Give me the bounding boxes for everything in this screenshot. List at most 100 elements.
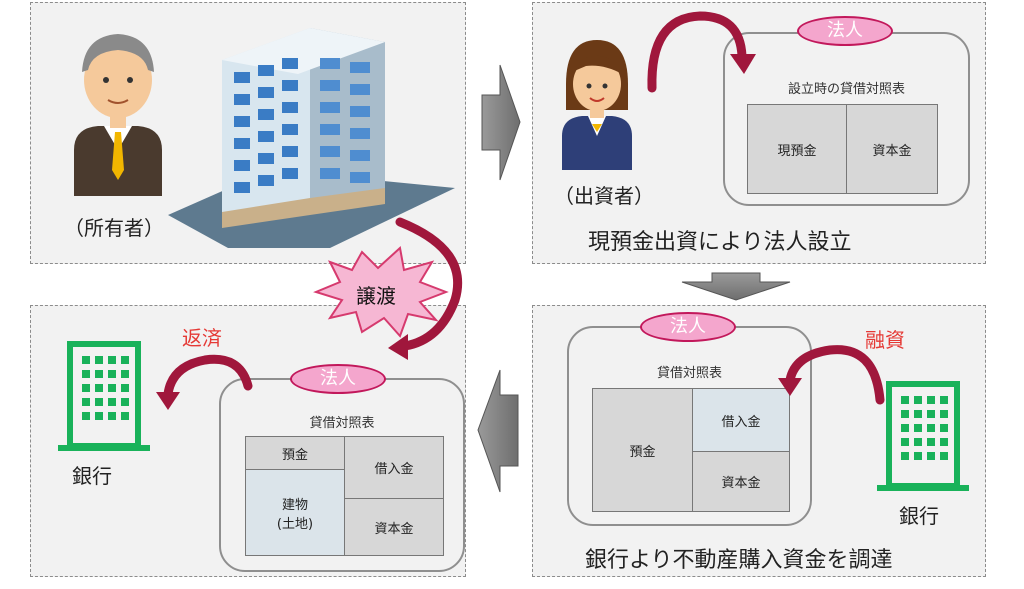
bank-window <box>940 424 948 432</box>
bank-window <box>901 438 909 446</box>
building-window <box>282 80 298 91</box>
arrow-head-icon <box>730 54 756 74</box>
building-window <box>282 102 298 113</box>
bank-window <box>108 398 116 406</box>
bs-title-founded: 設立時の貸借対照表 <box>787 82 905 97</box>
bank-window <box>901 396 909 404</box>
bank-window <box>82 384 90 392</box>
bank-window <box>121 356 129 364</box>
bank-window <box>95 412 103 420</box>
building-window <box>350 172 370 183</box>
bank-window <box>901 424 909 432</box>
arrow-head-icon <box>778 378 802 396</box>
bank-window <box>914 424 922 432</box>
bank-window <box>95 384 103 392</box>
bank-window <box>901 452 909 460</box>
caption-founded: 現預金出資により法人設立 <box>588 230 852 255</box>
curved-arrow-icon <box>647 11 747 93</box>
building-window <box>282 124 298 135</box>
action-loan: 融資 <box>865 328 905 352</box>
bs-title-repay: 貸借対照表 <box>309 416 375 431</box>
building-window <box>234 138 250 149</box>
bank-window <box>940 452 948 460</box>
building-window <box>320 168 340 179</box>
bank-window <box>914 438 922 446</box>
arrow-down-icon <box>681 272 791 301</box>
bank-window <box>121 370 129 378</box>
building-window <box>350 128 370 139</box>
bs-cell-capital: 資本金 <box>344 498 444 556</box>
building-window <box>320 124 340 135</box>
building-window <box>234 116 250 127</box>
bank-window <box>108 412 116 420</box>
bank-window <box>95 356 103 364</box>
building-windows <box>234 58 370 193</box>
investor-person-icon <box>562 40 632 170</box>
bs-cell-capital: 資本金 <box>692 451 790 512</box>
bank-window <box>121 384 129 392</box>
bank-window <box>914 396 922 404</box>
building-window <box>320 146 340 157</box>
bank-window <box>121 398 129 406</box>
building-window <box>234 182 250 193</box>
corp-tag-founded: 法人 <box>797 16 893 46</box>
curved-arrow-transfer-icon <box>395 217 463 351</box>
bank-window <box>927 396 935 404</box>
bank-window <box>95 370 103 378</box>
building-window <box>234 160 250 171</box>
building-window <box>258 175 274 186</box>
bank-window <box>108 384 116 392</box>
bank-label-repay: 銀行 <box>72 464 112 488</box>
bank-window <box>927 410 935 418</box>
bs-cell-deposit: 預金 <box>245 436 345 470</box>
transfer-label: 譲渡 <box>356 284 396 308</box>
building-window <box>258 153 274 164</box>
bank-window <box>901 410 909 418</box>
bank-window <box>940 396 948 404</box>
arrow-right-icon <box>481 64 521 181</box>
building-window <box>258 109 274 120</box>
bank-window <box>95 398 103 406</box>
building-window <box>234 94 250 105</box>
building-window <box>320 80 340 91</box>
bank-building-icon <box>58 341 150 451</box>
building-window <box>258 65 274 76</box>
bank-window <box>108 370 116 378</box>
building-window <box>320 102 340 113</box>
bank-window <box>940 438 948 446</box>
bank-window <box>82 356 90 364</box>
bank-window <box>82 398 90 406</box>
building-window <box>320 58 340 69</box>
bank-window <box>108 356 116 364</box>
bank-window <box>914 452 922 460</box>
investor-label: （出資者） <box>554 184 654 208</box>
building-window <box>350 106 370 117</box>
bank-window <box>927 424 935 432</box>
bank-window <box>82 370 90 378</box>
bs-cell-cash: 現預金 <box>747 104 847 194</box>
arrow-left-icon <box>477 369 519 493</box>
curved-arrow-loan-icon <box>785 345 885 405</box>
owner-label: （所有者） <box>64 216 164 240</box>
bs-cell-deposit: 預金 <box>592 388 693 512</box>
building-window <box>350 62 370 73</box>
curved-arrow-repay-icon <box>163 354 253 399</box>
building-window <box>234 72 250 83</box>
bank-window <box>927 438 935 446</box>
building-window <box>282 168 298 179</box>
owner-person-icon <box>74 34 162 196</box>
bank-window <box>940 410 948 418</box>
arrow-head-icon <box>388 334 408 360</box>
bs-cell-loan: 借入金 <box>692 388 790 452</box>
bank-label-loan: 銀行 <box>899 504 939 528</box>
bank-building-icon <box>877 381 969 491</box>
bank-window <box>927 452 935 460</box>
bank-window <box>914 410 922 418</box>
building-window <box>350 84 370 95</box>
action-repay: 返済 <box>182 326 222 350</box>
corp-tag-loan: 法人 <box>640 312 736 342</box>
bs-cell-loan: 借入金 <box>344 436 444 499</box>
